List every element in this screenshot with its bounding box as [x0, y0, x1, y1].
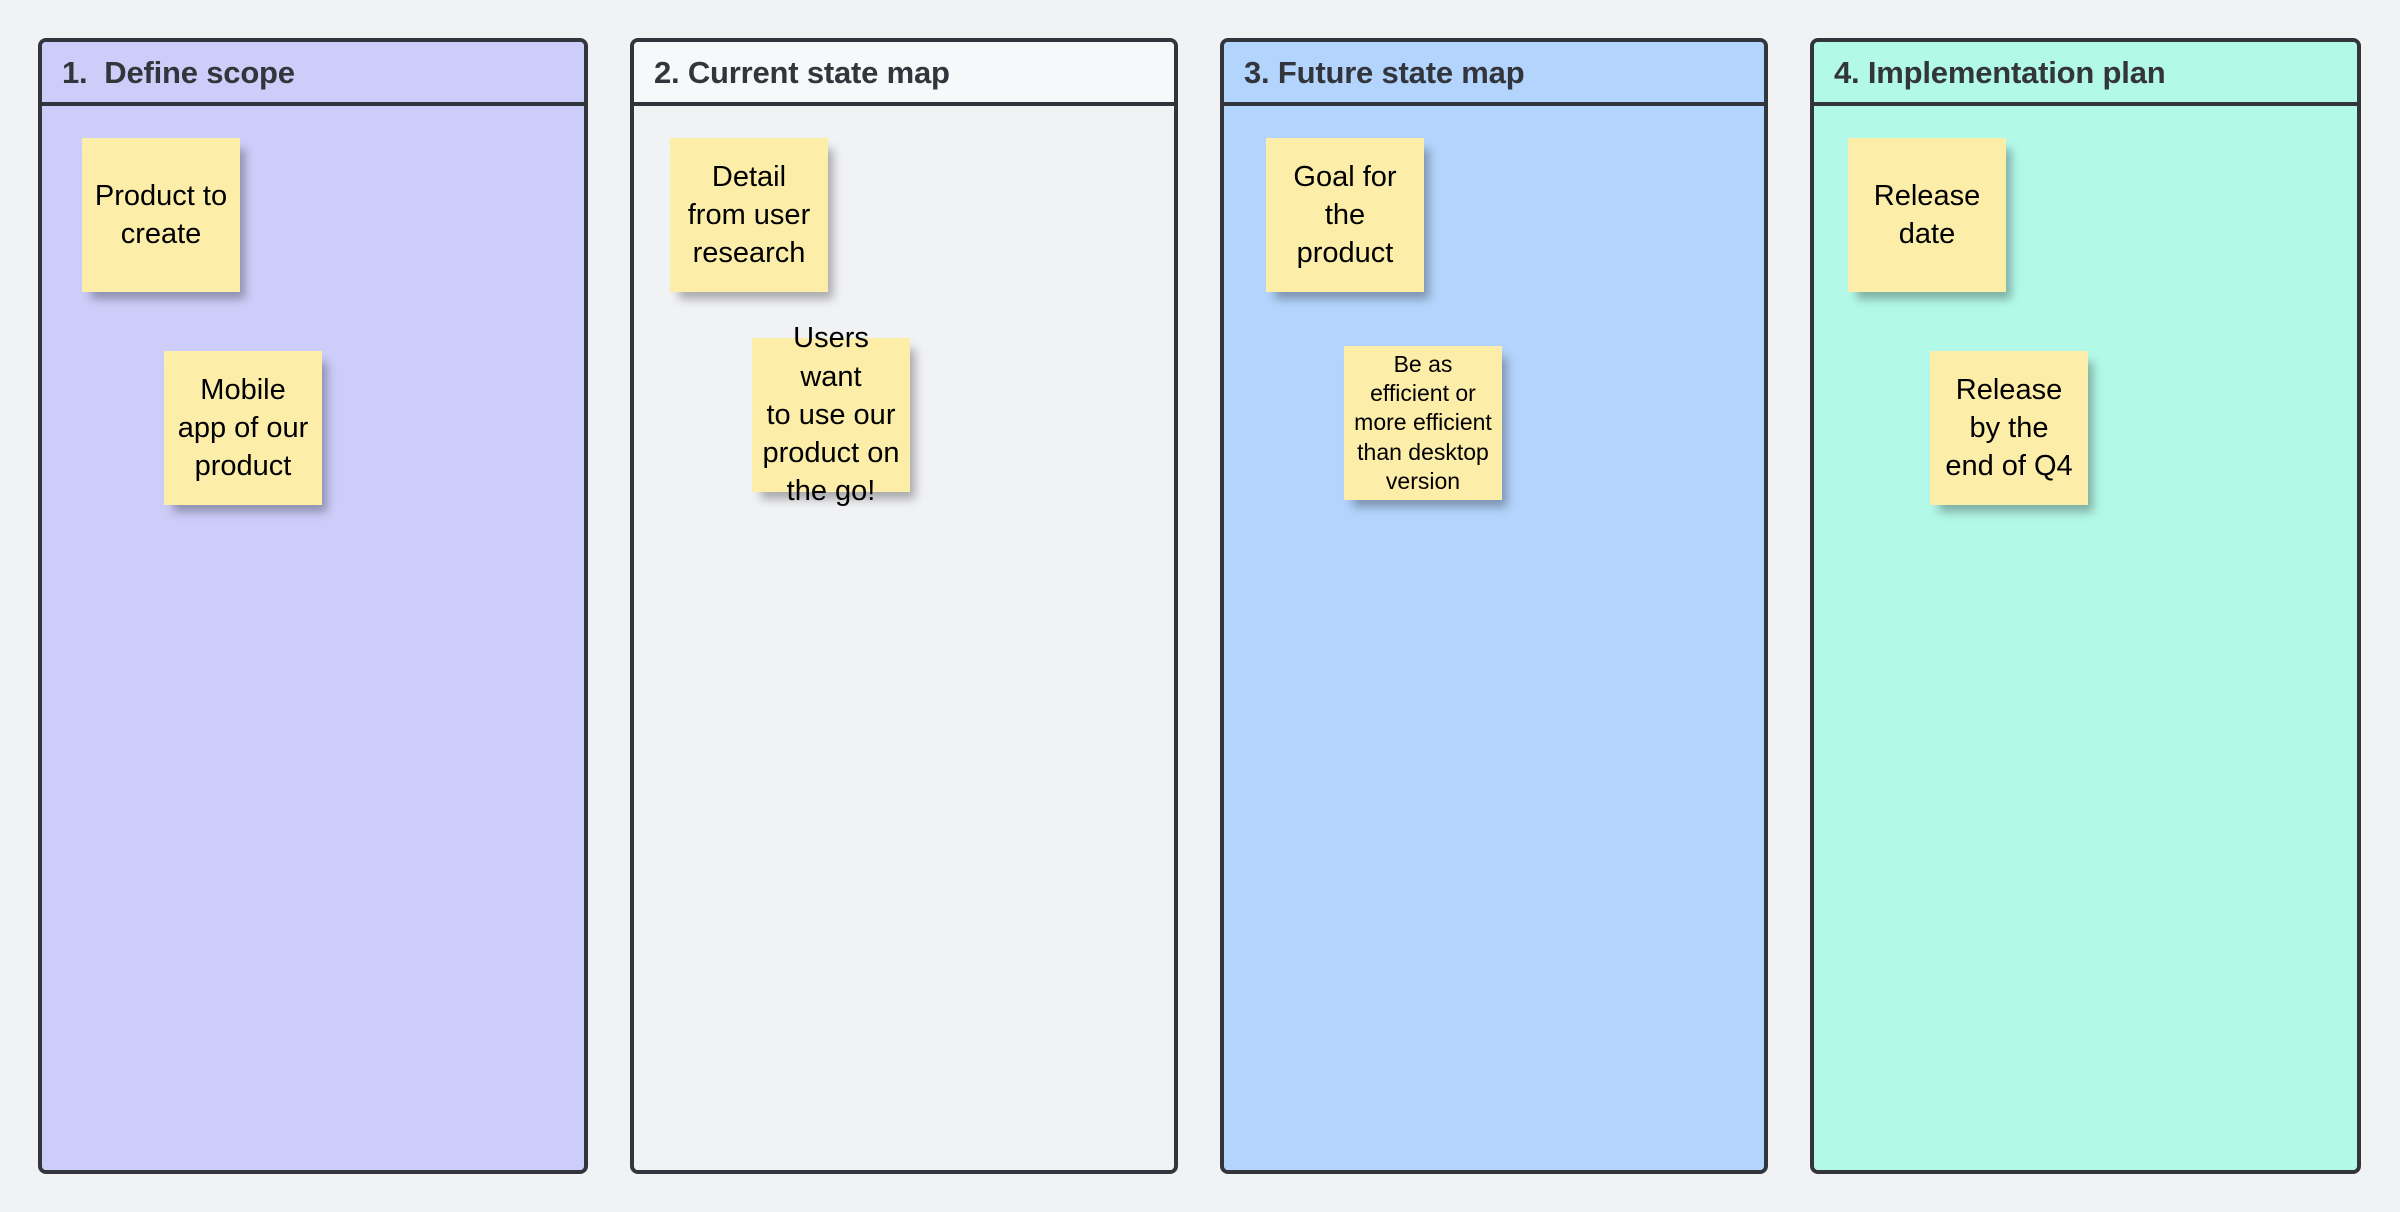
- board-column-1[interactable]: 1. Define scope Product to create Mobile…: [38, 38, 588, 1174]
- sticky-note-text: Detail from user research: [687, 160, 811, 270]
- column-2-body[interactable]: Detail from user research Users want to …: [634, 106, 1174, 1170]
- sticky-note[interactable]: Release date: [1848, 138, 2006, 292]
- column-4-title: 4. Implementation plan: [1834, 54, 2166, 90]
- sticky-note-text: Product to create: [94, 179, 228, 250]
- column-2-title: 2. Current state map: [654, 54, 950, 90]
- sticky-note-text: Release date: [1873, 179, 1981, 250]
- column-1-header: 1. Define scope: [42, 42, 584, 106]
- sticky-note[interactable]: Product to create: [82, 138, 240, 292]
- sticky-note-text: Goal for the product: [1293, 160, 1397, 270]
- column-1-title: 1. Define scope: [62, 54, 295, 90]
- sticky-note-text: Be as efficient or more efficient than d…: [1354, 351, 1492, 494]
- sticky-note[interactable]: Detail from user research: [670, 138, 828, 292]
- column-2-header: 2. Current state map: [634, 42, 1174, 106]
- column-1-body[interactable]: Product to create Mobile app of our prod…: [42, 106, 584, 1170]
- column-3-header: 3. Future state map: [1224, 42, 1764, 106]
- sticky-note[interactable]: Users want to use our product on the go!: [752, 322, 910, 507]
- sticky-note[interactable]: Goal for the product: [1266, 138, 1424, 292]
- column-3-title: 3. Future state map: [1244, 54, 1525, 90]
- column-3-body[interactable]: Goal for the product Be as efficient or …: [1224, 106, 1764, 1170]
- board-column-4[interactable]: 4. Implementation plan Release date Rele…: [1810, 38, 2361, 1174]
- sticky-note-text: Mobile app of our product: [177, 373, 309, 483]
- column-4-header: 4. Implementation plan: [1814, 42, 2357, 106]
- board-column-3[interactable]: 3. Future state map Goal for the product…: [1220, 38, 1768, 1174]
- sticky-note[interactable]: Mobile app of our product: [164, 351, 322, 505]
- column-4-body[interactable]: Release date Release by the end of Q4: [1814, 106, 2357, 1170]
- sticky-note-text: Release by the end of Q4: [1945, 373, 2073, 483]
- sticky-note-text: Users want to use our product on the go!: [762, 322, 900, 508]
- sticky-note[interactable]: Be as efficient or more efficient than d…: [1344, 346, 1502, 500]
- board-column-2[interactable]: 2. Current state map Detail from user re…: [630, 38, 1178, 1174]
- sticky-note[interactable]: Release by the end of Q4: [1930, 351, 2088, 505]
